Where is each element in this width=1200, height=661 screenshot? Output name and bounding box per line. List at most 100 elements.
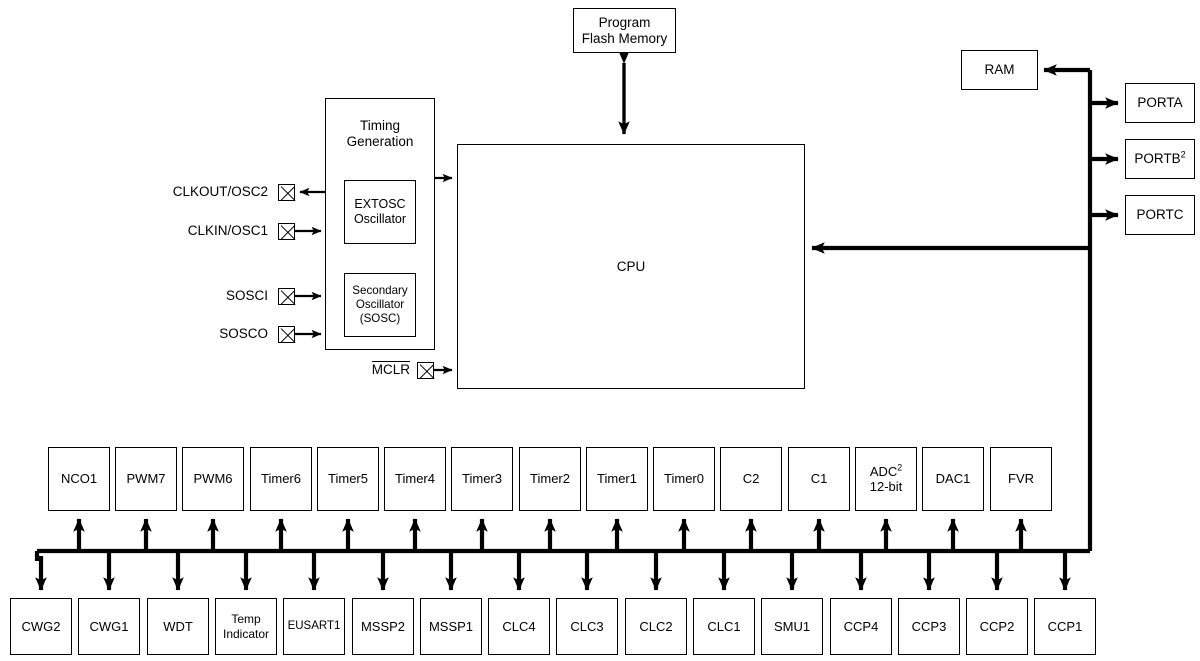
peripheral-cwg2[interactable]: CWG2 bbox=[10, 598, 72, 655]
peripheral-timer0[interactable]: Timer0 bbox=[653, 447, 715, 511]
extosc-label-line2: Oscillator bbox=[353, 212, 407, 226]
sosci-text: SOSCI bbox=[225, 288, 268, 303]
peripheral-timer4[interactable]: Timer4 bbox=[384, 447, 446, 511]
peripheral-c2[interactable]: C2 bbox=[720, 447, 782, 511]
c2-label: C2 bbox=[742, 471, 760, 487]
sosc-label-line3: (SOSC) bbox=[359, 311, 401, 325]
clkout-osc2-text: CLKOUT/OSC2 bbox=[172, 184, 268, 199]
peripheral-timer5[interactable]: Timer5 bbox=[317, 447, 379, 511]
adc-note: 2 bbox=[897, 462, 903, 473]
temp-label-line1: Temp bbox=[231, 612, 261, 627]
peripheral-timer2[interactable]: Timer2 bbox=[519, 447, 581, 511]
peripheral-temp-indicator[interactable]: Temp Indicator bbox=[215, 598, 277, 655]
peripheral-ccp4[interactable]: CCP4 bbox=[830, 598, 892, 655]
peripheral-timer3[interactable]: Timer3 bbox=[451, 447, 513, 511]
timing-generation-title: Timing Generation bbox=[325, 118, 435, 150]
peripheral-clc2[interactable]: CLC2 bbox=[625, 598, 687, 655]
peripheral-clc3[interactable]: CLC3 bbox=[556, 598, 618, 655]
timing-title-line1: Timing bbox=[359, 118, 400, 133]
timer4-label: Timer4 bbox=[395, 471, 435, 487]
c1-label: C1 bbox=[810, 471, 828, 487]
mssp1-label: MSSP1 bbox=[428, 618, 474, 634]
ccp3-label: CCP3 bbox=[911, 618, 947, 634]
wdt-label: WDT bbox=[163, 618, 193, 634]
sosco-text: SOSCO bbox=[219, 326, 268, 341]
ccp4-label: CCP4 bbox=[843, 618, 879, 634]
ccp1-label: CCP1 bbox=[1047, 618, 1083, 634]
peripheral-c1[interactable]: C1 bbox=[788, 447, 850, 511]
extosc-oscillator-block[interactable]: EXTOSC Oscillator bbox=[344, 180, 416, 244]
peripheral-cwg1[interactable]: CWG1 bbox=[78, 598, 140, 655]
pin-label-clkout-osc2: CLKOUT/OSC2 bbox=[118, 184, 268, 199]
cwg1-label: CWG1 bbox=[89, 618, 129, 634]
clc2-label: CLC2 bbox=[639, 618, 673, 634]
sosc-label-line1: Secondary bbox=[352, 284, 408, 298]
timer5-label: Timer5 bbox=[328, 471, 368, 487]
peripheral-ccp2[interactable]: CCP2 bbox=[966, 598, 1028, 655]
peripheral-mssp2[interactable]: MSSP2 bbox=[352, 598, 414, 655]
peripheral-eusart1[interactable]: EUSART1 bbox=[283, 598, 345, 655]
bus-stubs-down bbox=[35, 551, 1071, 591]
peripheral-timer1[interactable]: Timer1 bbox=[586, 447, 648, 511]
cwg2-label: CWG2 bbox=[21, 618, 61, 634]
fvr-label: FVR bbox=[1008, 471, 1034, 487]
clc1-label: CLC1 bbox=[707, 618, 741, 634]
peripheral-adc[interactable]: ADC2 12-bit bbox=[855, 447, 917, 511]
adc-label-line2: 12-bit bbox=[869, 479, 903, 494]
pin-square-clkin-osc1[interactable] bbox=[278, 223, 295, 240]
cpu-block[interactable]: CPU bbox=[457, 144, 805, 389]
pin-square-sosci[interactable] bbox=[278, 288, 295, 305]
ram-label: RAM bbox=[984, 62, 1015, 78]
ccp2-label: CCP2 bbox=[979, 618, 1015, 634]
timer0-label: Timer0 bbox=[664, 471, 704, 487]
portb-note: 2 bbox=[1180, 149, 1186, 160]
clc4-label: CLC4 bbox=[502, 618, 536, 634]
eusart1-label: EUSART1 bbox=[287, 619, 341, 632]
secondary-oscillator-block[interactable]: Secondary Oscillator (SOSC) bbox=[344, 273, 416, 337]
port-block-porta[interactable]: PORTA bbox=[1125, 83, 1195, 123]
timer2-label: Timer2 bbox=[530, 471, 570, 487]
port-block-portc[interactable]: PORTC bbox=[1125, 195, 1195, 235]
peripheral-timer6[interactable]: Timer6 bbox=[250, 447, 312, 511]
adc-label: ADC2 bbox=[869, 462, 903, 479]
temp-label-line2: Indicator bbox=[222, 626, 270, 641]
porta-label: PORTA bbox=[1137, 95, 1183, 111]
port-block-portb[interactable]: PORTB2 bbox=[1125, 139, 1195, 179]
pin-label-mclr: MCLR bbox=[280, 361, 410, 377]
pin-square-mclr[interactable] bbox=[417, 362, 434, 379]
clc3-label: CLC3 bbox=[570, 618, 604, 634]
peripheral-dac1[interactable]: DAC1 bbox=[922, 447, 984, 511]
peripheral-ccp1[interactable]: CCP1 bbox=[1034, 598, 1096, 655]
peripheral-clc1[interactable]: CLC1 bbox=[693, 598, 755, 655]
peripheral-pwm6[interactable]: PWM6 bbox=[182, 447, 244, 511]
timer6-label: Timer6 bbox=[261, 471, 301, 487]
extosc-label-line1: EXTOSC bbox=[354, 197, 406, 212]
pin-label-clkin-osc1: CLKIN/OSC1 bbox=[118, 223, 268, 238]
peripheral-mssp1[interactable]: MSSP1 bbox=[420, 598, 482, 655]
ram-block[interactable]: RAM bbox=[961, 50, 1038, 90]
program-flash-memory-block[interactable]: Program Flash Memory bbox=[573, 8, 676, 53]
clkin-osc1-text: CLKIN/OSC1 bbox=[187, 223, 268, 238]
peripheral-pwm7[interactable]: PWM7 bbox=[115, 447, 177, 511]
peripheral-clc4[interactable]: CLC4 bbox=[488, 598, 550, 655]
smu1-label: SMU1 bbox=[773, 618, 811, 634]
pin-square-clkout-osc2[interactable] bbox=[278, 184, 295, 201]
bus-stubs-up bbox=[73, 518, 1027, 551]
peripheral-fvr[interactable]: FVR bbox=[990, 447, 1052, 511]
nco1-label: NCO1 bbox=[60, 471, 98, 487]
dac1-label: DAC1 bbox=[935, 471, 971, 487]
peripheral-nco1[interactable]: NCO1 bbox=[48, 447, 110, 511]
pin-square-sosco[interactable] bbox=[278, 326, 295, 343]
timing-title-line2: Generation bbox=[346, 133, 414, 149]
portc-label: PORTC bbox=[1136, 207, 1184, 223]
peripheral-smu1[interactable]: SMU1 bbox=[761, 598, 823, 655]
sosc-label-line2: Oscillator bbox=[355, 298, 405, 312]
pin-label-sosci: SOSCI bbox=[118, 288, 268, 303]
peripheral-wdt[interactable]: WDT bbox=[147, 598, 209, 655]
flash-label-line1: Program bbox=[598, 14, 651, 30]
pwm6-label: PWM6 bbox=[193, 471, 233, 487]
peripheral-ccp3[interactable]: CCP3 bbox=[898, 598, 960, 655]
portb-label: PORTB2 bbox=[1134, 149, 1186, 167]
pwm7-label: PWM7 bbox=[126, 471, 166, 487]
